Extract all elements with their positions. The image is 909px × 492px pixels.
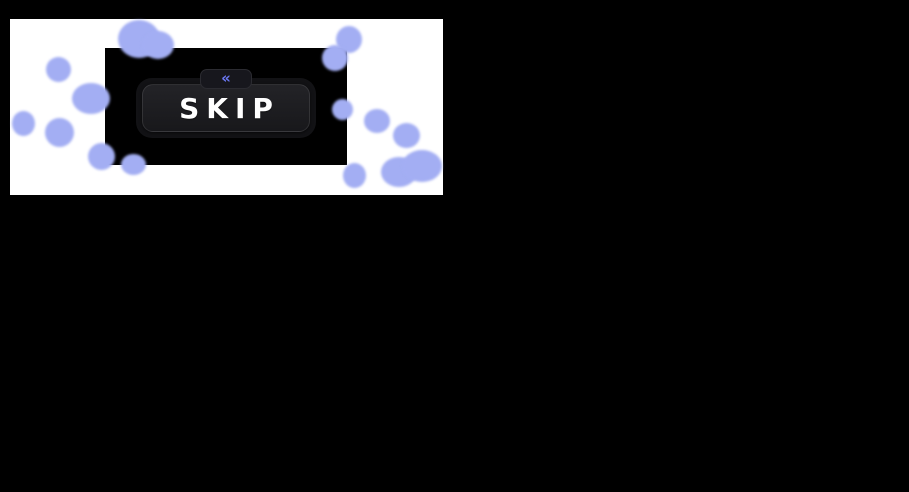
double-chevron-left-icon: « xyxy=(221,68,231,87)
skip-button[interactable]: SKIP xyxy=(142,84,310,132)
skip-overlay: « SKIP xyxy=(105,48,347,165)
drawing-canvas[interactable]: « SKIP xyxy=(10,19,443,195)
paint-blob xyxy=(393,123,420,148)
paint-blob xyxy=(12,111,35,136)
paint-blob xyxy=(45,118,74,147)
paint-blob xyxy=(343,163,366,188)
collapse-chip[interactable]: « xyxy=(200,69,252,89)
paint-blob xyxy=(381,157,417,187)
skip-button-label: SKIP xyxy=(179,91,280,125)
paint-blob xyxy=(364,109,390,133)
paint-blob xyxy=(402,150,442,182)
paint-blob xyxy=(46,57,71,82)
